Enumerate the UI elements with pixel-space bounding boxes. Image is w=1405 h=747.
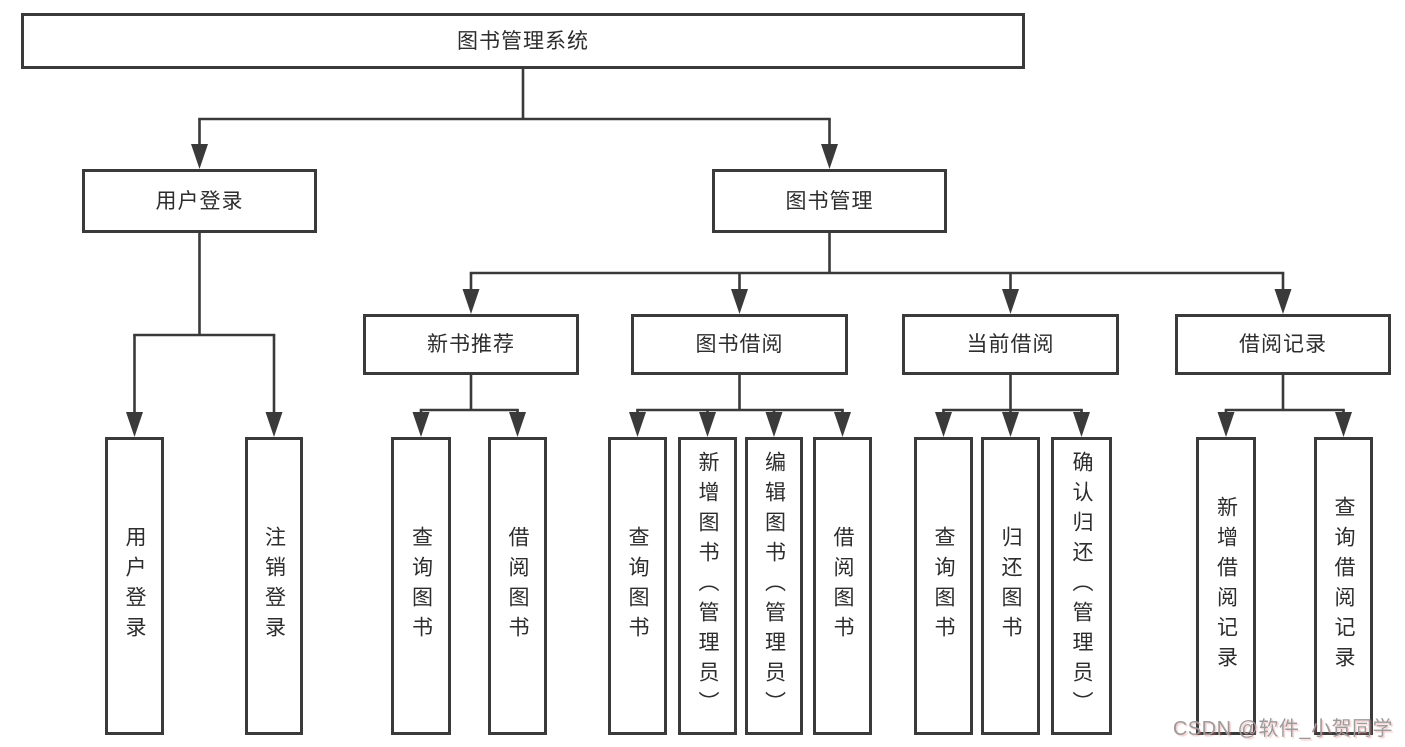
node-leaf-add-borrow-record: 新增借阅记录 (1196, 437, 1256, 735)
connector-book-borrow-children (629, 372, 851, 437)
arrowhead-icon (509, 412, 526, 437)
node-leaf-edit-book-admin: 编辑图书（管理员） (745, 437, 803, 735)
node-current-borrow: 当前借阅 (902, 314, 1119, 375)
node-leaf-borrow-book: 借阅图书 (813, 437, 872, 735)
arrowhead-icon (1335, 412, 1352, 437)
arrowhead-icon (629, 412, 646, 437)
connector-current-borrow-children (935, 372, 1090, 437)
arrowhead-icon (1073, 412, 1090, 437)
arrowhead-icon (462, 289, 480, 314)
connector-user-login-children (126, 230, 283, 437)
node-leaf-user-login: 用户登录 (105, 437, 164, 735)
connector-new-book-recommend-children (412, 372, 526, 437)
connector-root-to-level2 (191, 66, 838, 169)
node-leaf-query-books-current: 查询图书 (914, 437, 973, 735)
arrowhead-icon (765, 412, 783, 437)
csdn-watermark: CSDN @软件_小贺同学 (1172, 718, 1393, 740)
node-leaf-add-book-admin: 新增图书（管理员） (678, 437, 737, 735)
arrowhead-icon (731, 289, 748, 314)
arrowhead-icon (699, 412, 716, 437)
node-borrow-records: 借阅记录 (1175, 314, 1391, 375)
arrowhead-icon (412, 412, 430, 437)
connector-borrow-records-children (1217, 372, 1352, 437)
arrowhead-icon (1002, 289, 1019, 314)
arrowhead-icon (1274, 289, 1292, 314)
node-leaf-query-books-recommend: 查询图书 (391, 437, 451, 735)
node-user-login: 用户登录 (82, 169, 317, 233)
arrowhead-icon (191, 144, 208, 169)
node-leaf-borrow-books-recommend: 借阅图书 (488, 437, 547, 735)
node-book-management: 图书管理 (712, 169, 947, 233)
node-leaf-logout: 注销登录 (245, 437, 303, 735)
node-leaf-query-books-borrow: 查询图书 (608, 437, 667, 735)
arrowhead-icon (1002, 412, 1019, 437)
arrowhead-icon (126, 412, 143, 437)
node-leaf-confirm-return-admin: 确认归还（管理员） (1051, 437, 1112, 735)
arrowhead-icon (834, 412, 851, 437)
arrowhead-icon (265, 412, 283, 437)
node-leaf-return-book: 归还图书 (981, 437, 1040, 735)
arrowhead-icon (935, 412, 952, 437)
node-leaf-query-borrow-record: 查询借阅记录 (1314, 437, 1373, 735)
node-new-book-recommend: 新书推荐 (363, 314, 579, 375)
arrowhead-icon (821, 144, 838, 169)
connector-book-management-children (462, 230, 1292, 314)
node-book-borrow: 图书借阅 (631, 314, 848, 375)
node-root-system: 图书管理系统 (21, 13, 1025, 69)
arrowhead-icon (1217, 412, 1235, 437)
